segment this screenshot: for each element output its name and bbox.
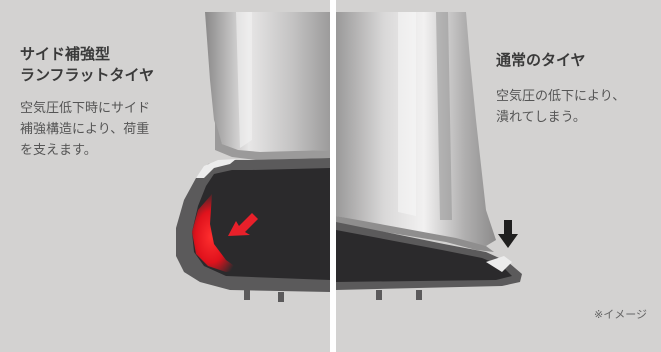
image-note: ※イメージ	[594, 306, 647, 322]
runflat-title-line1: サイド補強型	[20, 45, 110, 63]
standard-desc-line2: 潰れてしまう。	[496, 110, 586, 125]
runflat-description: 空気圧低下時にサイド 補強構造により、荷重 を支えます。	[20, 98, 190, 161]
runflat-title: サイド補強型 ランフラットタイヤ	[20, 44, 200, 86]
standard-title: 通常のタイヤ	[496, 50, 586, 71]
standard-description: 空気圧の低下により、 潰れてしまう。	[496, 86, 646, 128]
runflat-tire-panel: サイド補強型 ランフラットタイヤ 空気圧低下時にサイド 補強構造により、荷重 を…	[0, 0, 330, 352]
standard-tire-panel: 通常のタイヤ 空気圧の低下により、 潰れてしまう。 ※イメージ	[336, 0, 661, 352]
runflat-title-line2: ランフラットタイヤ	[20, 66, 154, 84]
runflat-desc-line1: 空気圧低下時にサイド	[20, 101, 150, 116]
standard-desc-line1: 空気圧の低下により、	[496, 89, 625, 104]
runflat-desc-line2: 補強構造により、荷重	[20, 122, 149, 137]
runflat-desc-line3: を支えます。	[20, 143, 97, 158]
wheel-rim	[205, 12, 330, 160]
wheel-rim	[336, 12, 496, 252]
down-arrow-icon	[498, 220, 518, 248]
